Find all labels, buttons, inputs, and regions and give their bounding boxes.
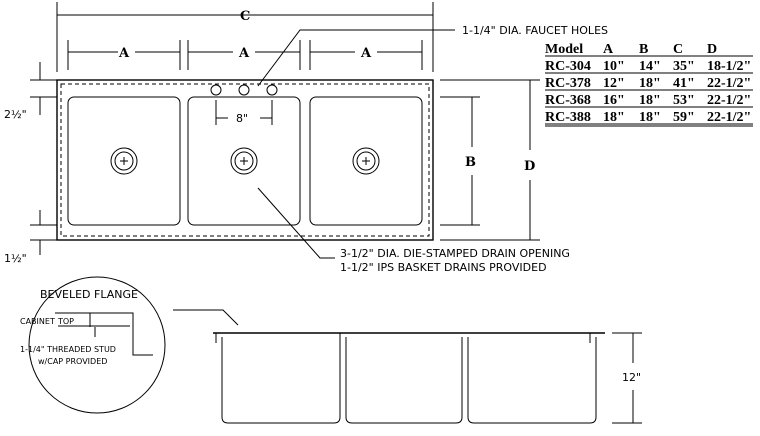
label: w/CAP PROVIDED bbox=[38, 357, 107, 366]
label: 1½" bbox=[4, 252, 27, 265]
drain-icon bbox=[352, 147, 380, 175]
label: 22-1/2" bbox=[707, 93, 751, 108]
label: 59" bbox=[673, 110, 695, 125]
table-row: RC-304 10" 14" 35" 18-1/2" bbox=[545, 59, 751, 74]
label: C bbox=[673, 42, 683, 57]
callouts: 1-1/4" DIA. FAUCET HOLES 3-1/2" DIA. DIE… bbox=[257, 24, 608, 274]
label: 18" bbox=[603, 110, 625, 125]
table-row: RC-388 18" 18" 59" 22-1/2" bbox=[545, 110, 751, 125]
label: B bbox=[639, 42, 648, 57]
label: 2½" bbox=[4, 108, 27, 121]
label: A bbox=[238, 46, 250, 61]
label: A bbox=[360, 46, 372, 61]
label: 18" bbox=[639, 93, 661, 108]
label: D bbox=[524, 159, 535, 174]
basin-left bbox=[67, 96, 181, 226]
label: 16" bbox=[603, 93, 625, 108]
label: RC-304 bbox=[545, 59, 591, 74]
label: 18" bbox=[639, 110, 661, 125]
dimension-lines: C A A A B D 2½" 1½" bbox=[4, 2, 540, 265]
label: 35" bbox=[673, 59, 695, 74]
label: D bbox=[707, 42, 717, 57]
label: 12" bbox=[603, 76, 625, 91]
faucet-spacing-label: 8" bbox=[236, 112, 248, 125]
label: 12" bbox=[622, 371, 641, 384]
label: RC-378 bbox=[545, 76, 591, 91]
label: A bbox=[118, 46, 130, 61]
label: Model bbox=[545, 42, 583, 57]
basin-right bbox=[309, 96, 423, 226]
basin-center bbox=[187, 96, 301, 226]
table-row: RC-378 12" 18" 41" 22-1/2" bbox=[545, 76, 751, 91]
flange-detail: BEVELED FLANGE CABINET TOP 1-1/4" THREAD… bbox=[20, 276, 239, 414]
table-row: RC-368 16" 18" 53" 22-1/2" bbox=[545, 93, 751, 108]
faucet-hole bbox=[210, 84, 222, 96]
label: 18" bbox=[639, 76, 661, 91]
label: 41" bbox=[673, 76, 695, 91]
faucet-hole bbox=[266, 84, 278, 96]
label: 3-1/2" DIA. DIE-STAMPED DRAIN OPENING bbox=[340, 247, 570, 260]
label: 10" bbox=[603, 59, 625, 74]
label: CABINET bbox=[20, 317, 55, 326]
label: 53" bbox=[673, 93, 695, 108]
label: RC-368 bbox=[545, 93, 591, 108]
label: B bbox=[465, 155, 476, 170]
drain-icon bbox=[110, 147, 138, 175]
label: 22-1/2" bbox=[707, 76, 751, 91]
model-table: Model A B C D RC-304 10" 14" 35" 18-1/2" RC-… bbox=[545, 42, 753, 127]
drain-icon bbox=[230, 147, 258, 175]
faucet-hole bbox=[238, 84, 250, 96]
side-view: 12" bbox=[213, 332, 642, 424]
label: 1-1/2" IPS BASKET DRAINS PROVIDED bbox=[340, 261, 547, 274]
top-view: 8" bbox=[56, 79, 434, 241]
label: BEVELED FLANGE bbox=[40, 288, 138, 301]
label: RC-388 bbox=[545, 110, 591, 125]
label: 14" bbox=[639, 59, 661, 74]
label: 18-1/2" bbox=[707, 59, 751, 74]
label: C bbox=[240, 9, 250, 24]
label: 22-1/2" bbox=[707, 110, 751, 125]
label: 1-1/4" THREADED STUD bbox=[20, 345, 116, 354]
label: TOP bbox=[57, 317, 74, 326]
label: A bbox=[603, 42, 614, 57]
label: 1-1/4" DIA. FAUCET HOLES bbox=[462, 24, 608, 37]
